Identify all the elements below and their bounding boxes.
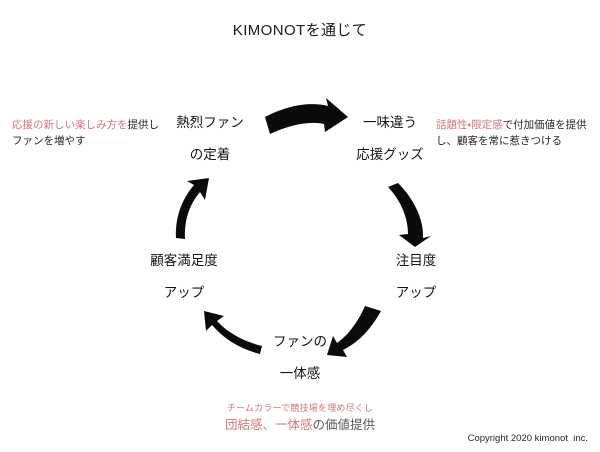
cycle-node-line-2: アップ: [395, 284, 437, 300]
annotation-bottom-small: チームカラーで競技場を埋め尽くし: [226, 403, 374, 413]
annotation-right-highlight: 話題性・限定感: [436, 119, 503, 131]
cycle-node-line-1: 注目度: [395, 253, 437, 268]
annotation-bottom-highlight: 団結感、一体感: [224, 417, 313, 432]
annotation-bottom: チームカラーで競技場を埋め尽くし 団結感、一体感の価値提供: [150, 402, 450, 434]
cycle-node-attention-up: 注目度 アップ: [356, 254, 476, 299]
cycle-node-line-1: 一味違う: [363, 115, 417, 130]
annotation-bottom-big: 団結感、一体感の価値提供: [150, 416, 450, 434]
annotation-bottom-rest: の価値提供: [312, 417, 376, 432]
annotation-right-rest: で付加価値を提供し、顧客を常に惹きつける: [436, 119, 587, 147]
cycle-node-fan-unity: ファンの 一体感: [240, 335, 360, 380]
page-title: KIMONOTを通じて: [232, 22, 368, 39]
cycle-node-line-1: 顧客満足度: [150, 253, 218, 268]
cycle-node-loyal-fans: 熱烈ファン の定着: [150, 116, 270, 161]
annotation-right: 話題性・限定感で付加価値を提供し、顧客を常に惹きつける: [436, 118, 594, 150]
cycle-node-line-2: の定着: [189, 146, 231, 162]
annotation-left-rest: 提供しファンを増やす: [12, 119, 159, 147]
cycle-node-satisfaction-up: 顧客満足度 アップ: [124, 254, 244, 299]
arrow-left-icon: [175, 178, 209, 239]
cycle-node-unique-goods: 一味違う 応援グッズ: [330, 116, 450, 161]
cycle-node-line-2: 一体感: [279, 365, 321, 381]
arrow-right-icon: [388, 183, 431, 247]
annotation-left-highlight: 応援の新しい楽しみ方を: [12, 119, 128, 131]
copyright-notice: Copyright 2020 kimonot inc.: [467, 433, 588, 444]
cycle-node-line-2: アップ: [163, 284, 205, 300]
cycle-node-line-1: ファンの: [273, 334, 327, 349]
cycle-node-line-2: 応援グッズ: [356, 146, 424, 162]
annotation-left: 応援の新しい楽しみ方を提供しファンを増やす: [12, 118, 162, 150]
cycle-node-line-1: 熱烈ファン: [176, 115, 244, 130]
